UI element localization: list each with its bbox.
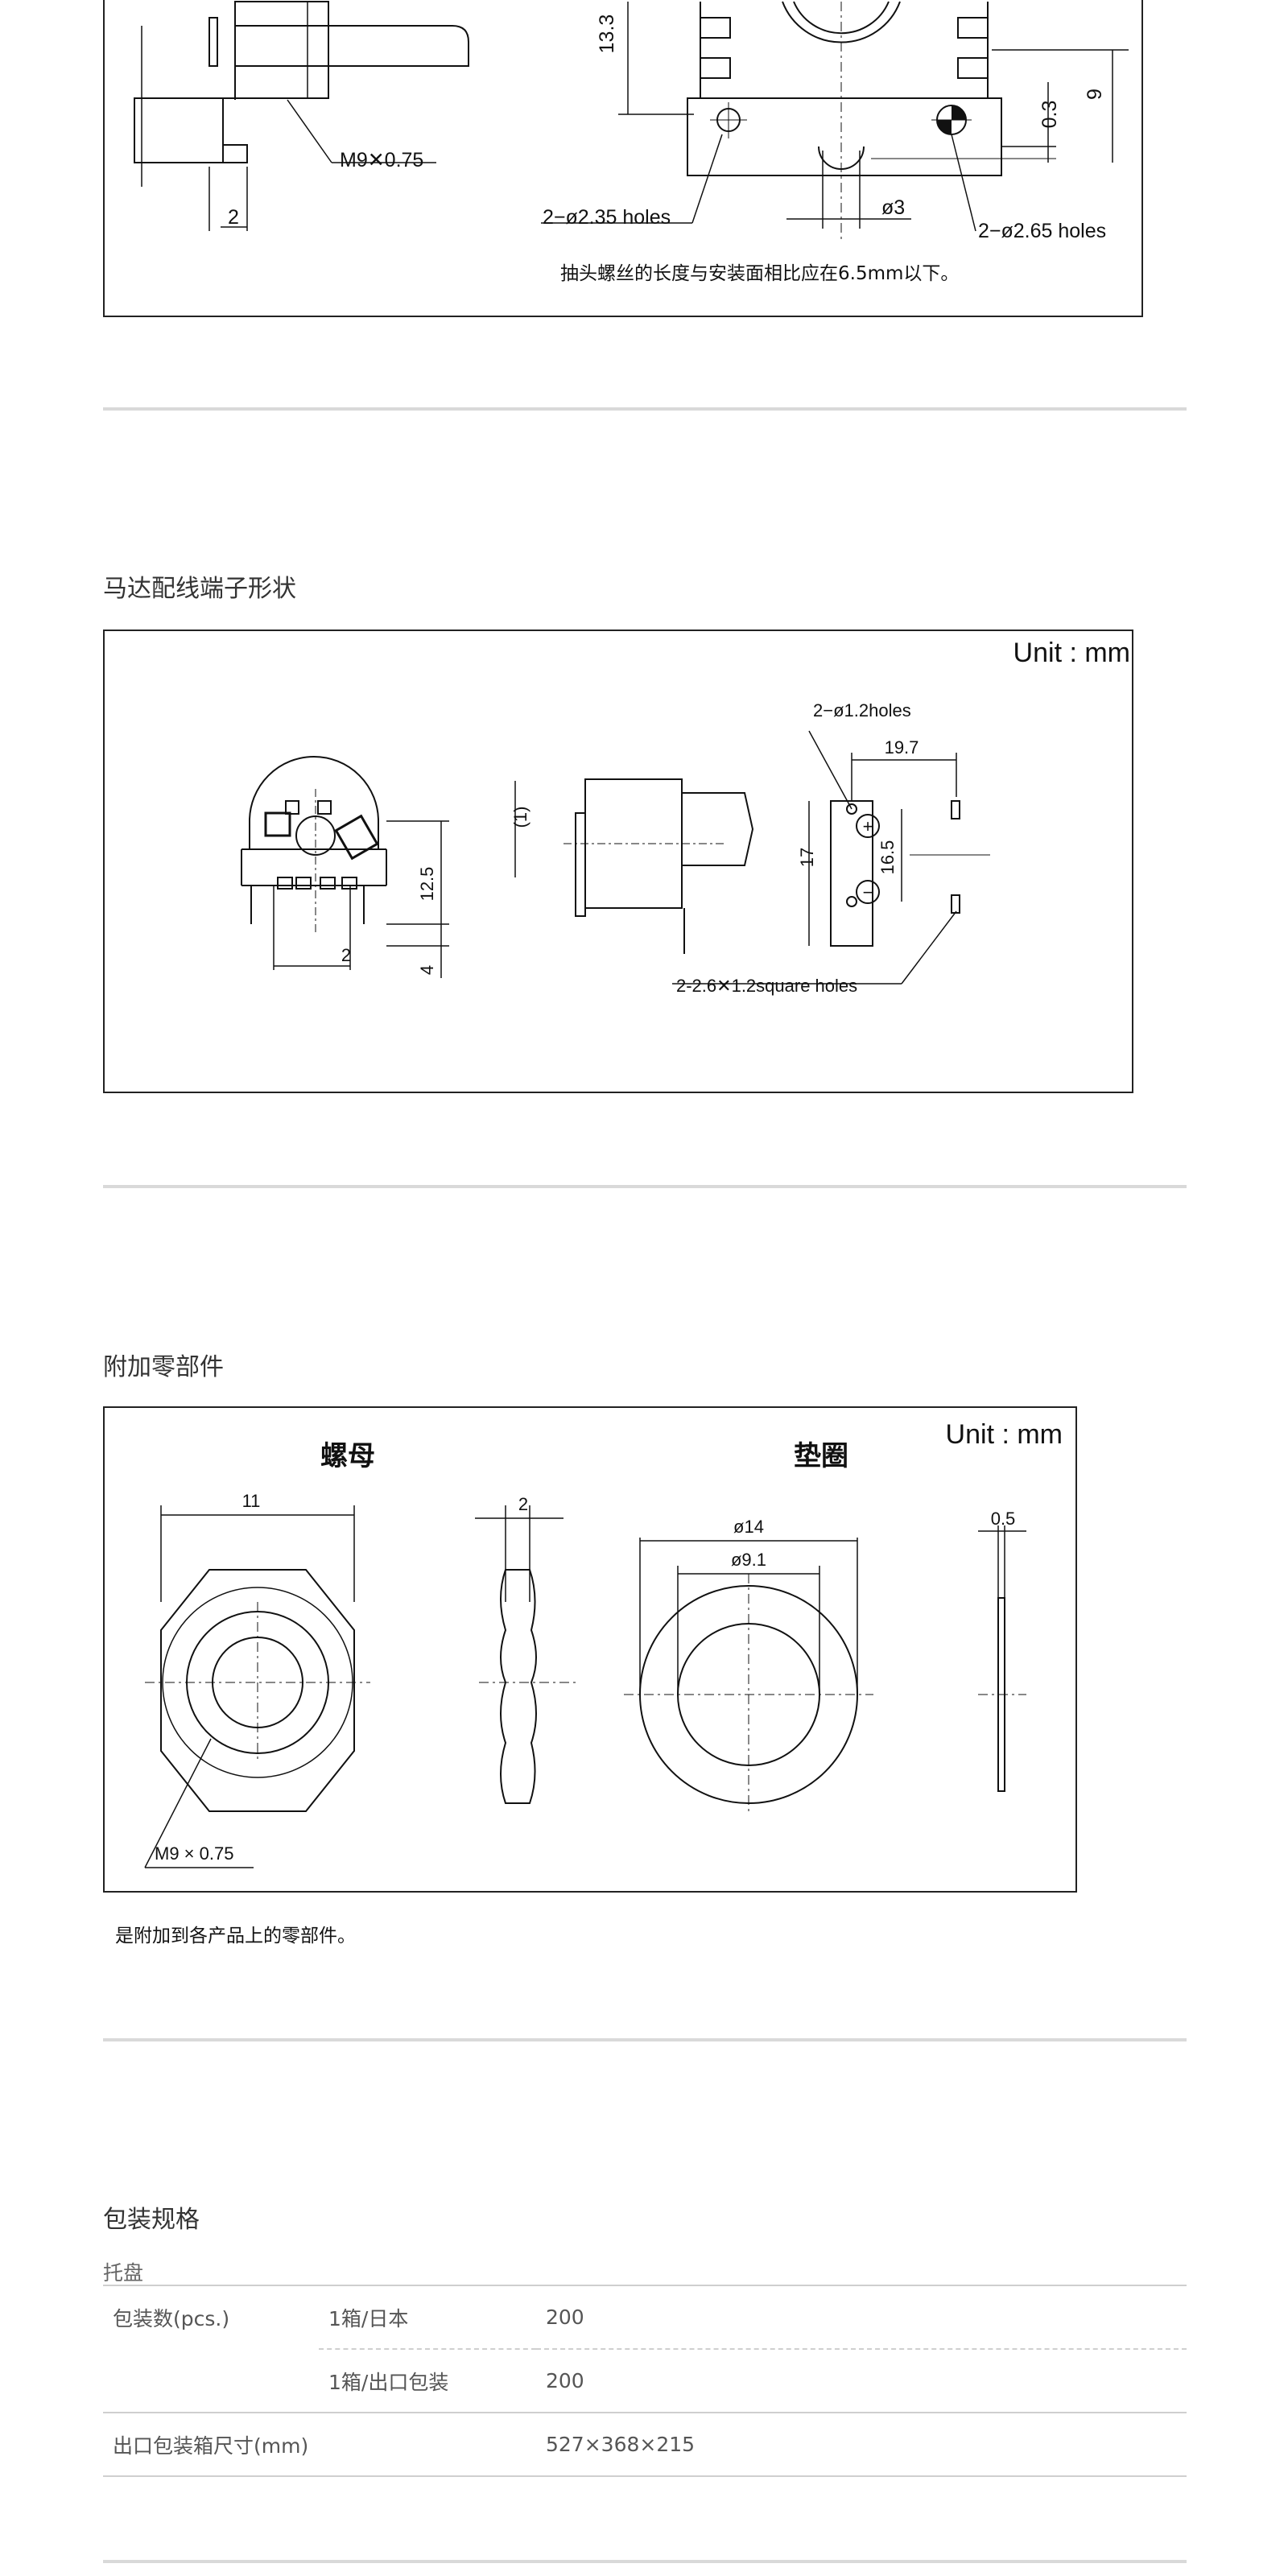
svg-text:+: + xyxy=(863,816,873,836)
holes-265-label: 2−ø2.65 holes xyxy=(978,220,1106,242)
motor-unit: Unit : mm xyxy=(1013,638,1130,668)
packaging-subtitle: 托盘 xyxy=(103,2261,144,2285)
top-drawing-frame: 2 M9✕0.75 13.3 ø3 0.3 9 xyxy=(103,0,1143,317)
row-label: 包装数(pcs.) xyxy=(103,2285,319,2349)
dim-0-5: 0.5 xyxy=(991,1509,1016,1529)
dim-4: 4 xyxy=(417,965,437,975)
dim-d9-1: ø9.1 xyxy=(731,1550,766,1570)
row-value: 527×368×215 xyxy=(536,2412,1187,2477)
dim-1: (1) xyxy=(510,807,530,828)
row-label xyxy=(103,2349,319,2413)
row-sub: 1箱/日本 xyxy=(319,2285,536,2349)
dim-d3: ø3 xyxy=(881,196,905,219)
parts-section-title: 附加零部件 xyxy=(103,1353,224,1381)
row-sub xyxy=(319,2412,536,2477)
table-row: 包装数(pcs.) 1箱/日本 200 xyxy=(103,2285,1187,2349)
dim-9: 9 xyxy=(1084,89,1106,100)
dim-17: 17 xyxy=(797,848,817,867)
parts-note: 是附加到各产品上的零部件。 xyxy=(115,1926,356,1946)
top-drawing: 2 M9✕0.75 13.3 ø3 0.3 9 xyxy=(134,1,1129,243)
parts-unit: Unit : mm xyxy=(946,1419,1063,1450)
dim-16-5: 16.5 xyxy=(877,840,898,875)
divider-1 xyxy=(103,407,1187,411)
table-row: 1箱/出口包装 200 xyxy=(103,2348,1187,2413)
dim-19-7: 19.7 xyxy=(885,737,919,758)
motor-drawing-frame: Unit : mm 12.5 4 2 (1) xyxy=(103,630,1133,1093)
dim-0-3: 0.3 xyxy=(1038,101,1061,129)
dim-d14: ø14 xyxy=(733,1517,764,1537)
nut-title: 螺母 xyxy=(320,1441,375,1472)
svg-text:−: − xyxy=(863,882,873,902)
dim-12-5: 12.5 xyxy=(417,867,437,902)
washer-title: 垫圈 xyxy=(794,1441,848,1472)
thread-label-top: M9✕0.75 xyxy=(340,149,423,171)
top-note: 抽头螺丝的长度与安装面相比应在6.5mm以下。 xyxy=(560,263,960,284)
divider-2 xyxy=(103,1185,1187,1188)
parts-drawing-frame: Unit : mm 螺母 垫圈 11 M9 × 0.75 2 xyxy=(103,1406,1077,1893)
holes-12-label: 2−ø1.2holes xyxy=(813,700,911,720)
packaging-title: 包装规格 xyxy=(103,2206,200,2234)
row-value: 200 xyxy=(536,2348,1187,2413)
row-value: 200 xyxy=(536,2285,1187,2349)
dim-2-parts: 2 xyxy=(518,1494,528,1514)
row-sub: 1箱/出口包装 xyxy=(319,2348,536,2413)
packaging-table: 包装数(pcs.) 1箱/日本 200 1箱/出口包装 200 出口包装箱尺寸(… xyxy=(103,2285,1187,2477)
motor-drawing: Unit : mm 12.5 4 2 (1) xyxy=(241,638,1130,996)
dim-13-3: 13.3 xyxy=(596,14,618,54)
square-holes-label: 2-2.6✕1.2square holes xyxy=(676,976,857,996)
row-label: 出口包装箱尺寸(mm) xyxy=(103,2412,319,2477)
divider-3 xyxy=(103,2038,1187,2041)
nut-thread-label: M9 × 0.75 xyxy=(155,1843,233,1864)
dim-2-top: 2 xyxy=(228,206,239,229)
parts-drawing: Unit : mm 螺母 垫圈 11 M9 × 0.75 2 xyxy=(144,1419,1063,1868)
holes-235-label: 2−ø2.35 holes xyxy=(543,206,671,229)
table-row: 出口包装箱尺寸(mm) 527×368×215 xyxy=(103,2412,1187,2477)
divider-4 xyxy=(103,2560,1187,2563)
motor-section-title: 马达配线端子形状 xyxy=(103,575,296,603)
dim-2-motor: 2 xyxy=(341,945,351,965)
dim-11: 11 xyxy=(242,1491,261,1511)
